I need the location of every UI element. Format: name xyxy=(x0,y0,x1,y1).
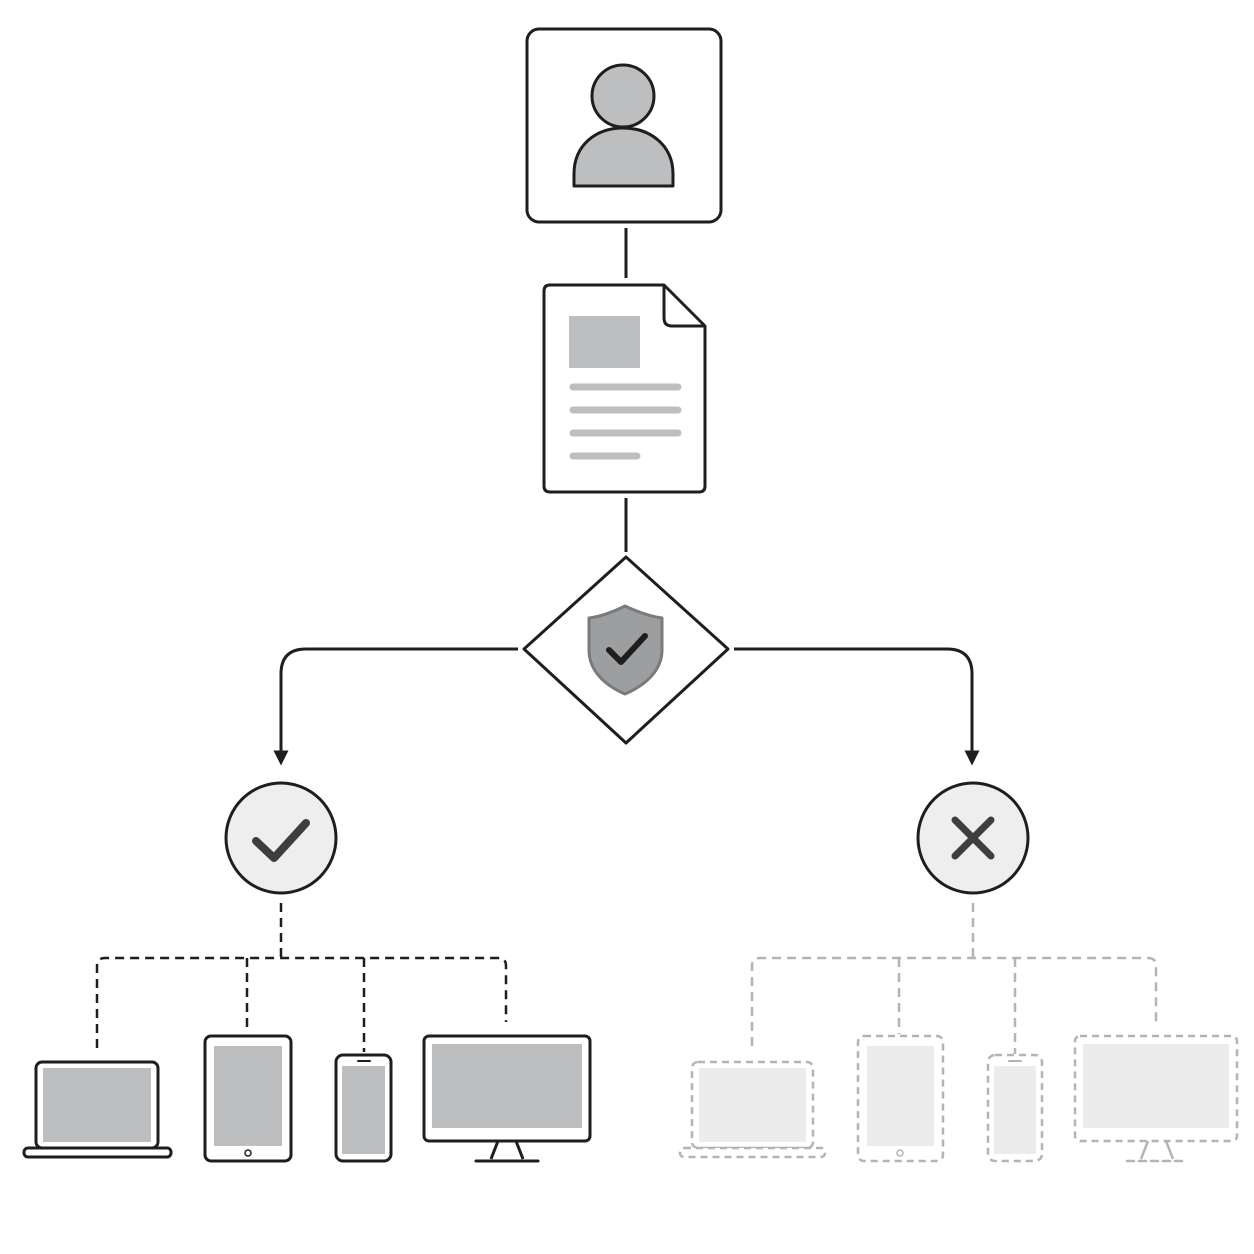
denied-node xyxy=(916,781,1030,895)
tablet-icon xyxy=(856,1034,945,1163)
allowed-device-group xyxy=(22,1034,592,1163)
tablet-icon xyxy=(203,1034,293,1163)
phone-icon xyxy=(334,1053,393,1163)
allowed-distribution-lines xyxy=(95,903,508,1052)
branch-arrow-approved xyxy=(273,647,518,766)
phone-icon xyxy=(986,1053,1044,1163)
monitor-icon xyxy=(1073,1034,1239,1163)
branch-arrow-denied xyxy=(734,647,980,766)
blocked-distribution-lines xyxy=(750,903,1158,1054)
user-icon xyxy=(572,63,675,188)
approved-node xyxy=(224,781,338,895)
blocked-device-group xyxy=(678,1034,1239,1163)
check-icon xyxy=(252,819,310,862)
shield-check-icon xyxy=(587,604,664,696)
user-node xyxy=(525,27,723,224)
document-node xyxy=(542,283,707,494)
monitor-icon xyxy=(422,1034,592,1163)
laptop-icon xyxy=(22,1060,173,1159)
laptop-icon xyxy=(678,1060,827,1159)
verification-node xyxy=(522,555,730,745)
document-icon xyxy=(542,283,707,494)
x-icon xyxy=(951,816,995,860)
